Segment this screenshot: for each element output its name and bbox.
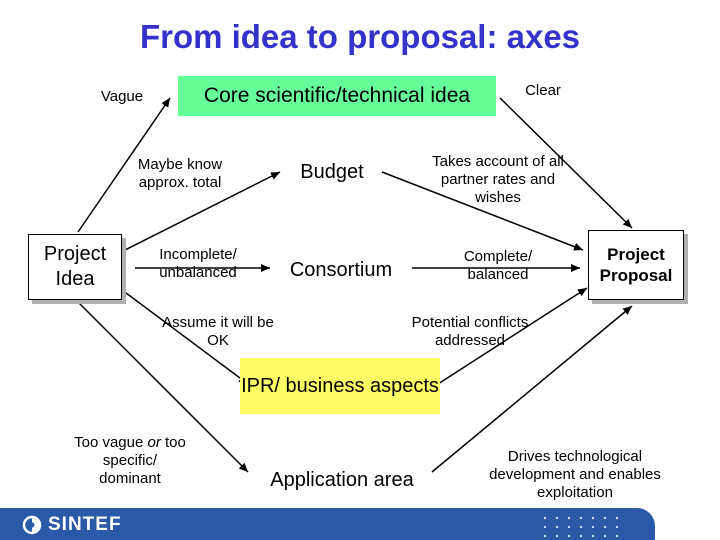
core-right-line — [499, 97, 633, 229]
ipr-left-line — [121, 289, 249, 385]
footer-dot-pattern — [543, 516, 619, 538]
ipr-right-label: Potential conflicts addressed — [411, 314, 529, 349]
consortium-left-label: Incomplete/ unbalanced — [159, 246, 237, 281]
project-idea-box: Project Idea — [28, 234, 122, 300]
budget-left-label: Maybe know approx. total — [137, 156, 223, 191]
core-left-line — [77, 97, 171, 233]
application-left-part2: too specific/ dominant — [99, 434, 186, 487]
project-proposal-box: Project Proposal — [588, 230, 684, 300]
application-left-line — [77, 301, 249, 473]
sintef-logo-icon — [22, 515, 42, 535]
application-left-label: Too vague or too specific/ dominant — [70, 434, 190, 488]
ipr-label: IPR/ business aspects — [240, 358, 440, 414]
application-right-line — [431, 305, 633, 473]
core-right-label: Clear — [525, 82, 561, 99]
application-right-label: Drives technological development and ena… — [489, 448, 661, 501]
core-left-label: Vague — [100, 88, 144, 105]
consortium-label: Consortium — [289, 259, 393, 281]
budget-right-label: Takes account of all partner rates and w… — [432, 153, 564, 206]
core-idea-label: Core scientific/technical idea — [178, 76, 496, 116]
consortium-right-label: Complete/ balanced — [463, 248, 533, 283]
application-left-part1: Too vague — [74, 434, 148, 451]
application-label: Application area — [270, 469, 414, 491]
footer-bar — [0, 508, 655, 540]
budget-left-line — [124, 171, 281, 251]
budget-label: Budget — [300, 161, 364, 183]
ipr-right-line — [437, 287, 588, 385]
footer-brand: SINTEF — [48, 514, 122, 535]
ipr-left-label: Assume it will be OK — [162, 314, 274, 349]
footer-logo: SINTEF — [22, 514, 122, 536]
budget-right-line — [381, 171, 584, 251]
slide-title: From idea to proposal: axes — [139, 18, 581, 55]
application-left-or: or — [147, 434, 161, 451]
